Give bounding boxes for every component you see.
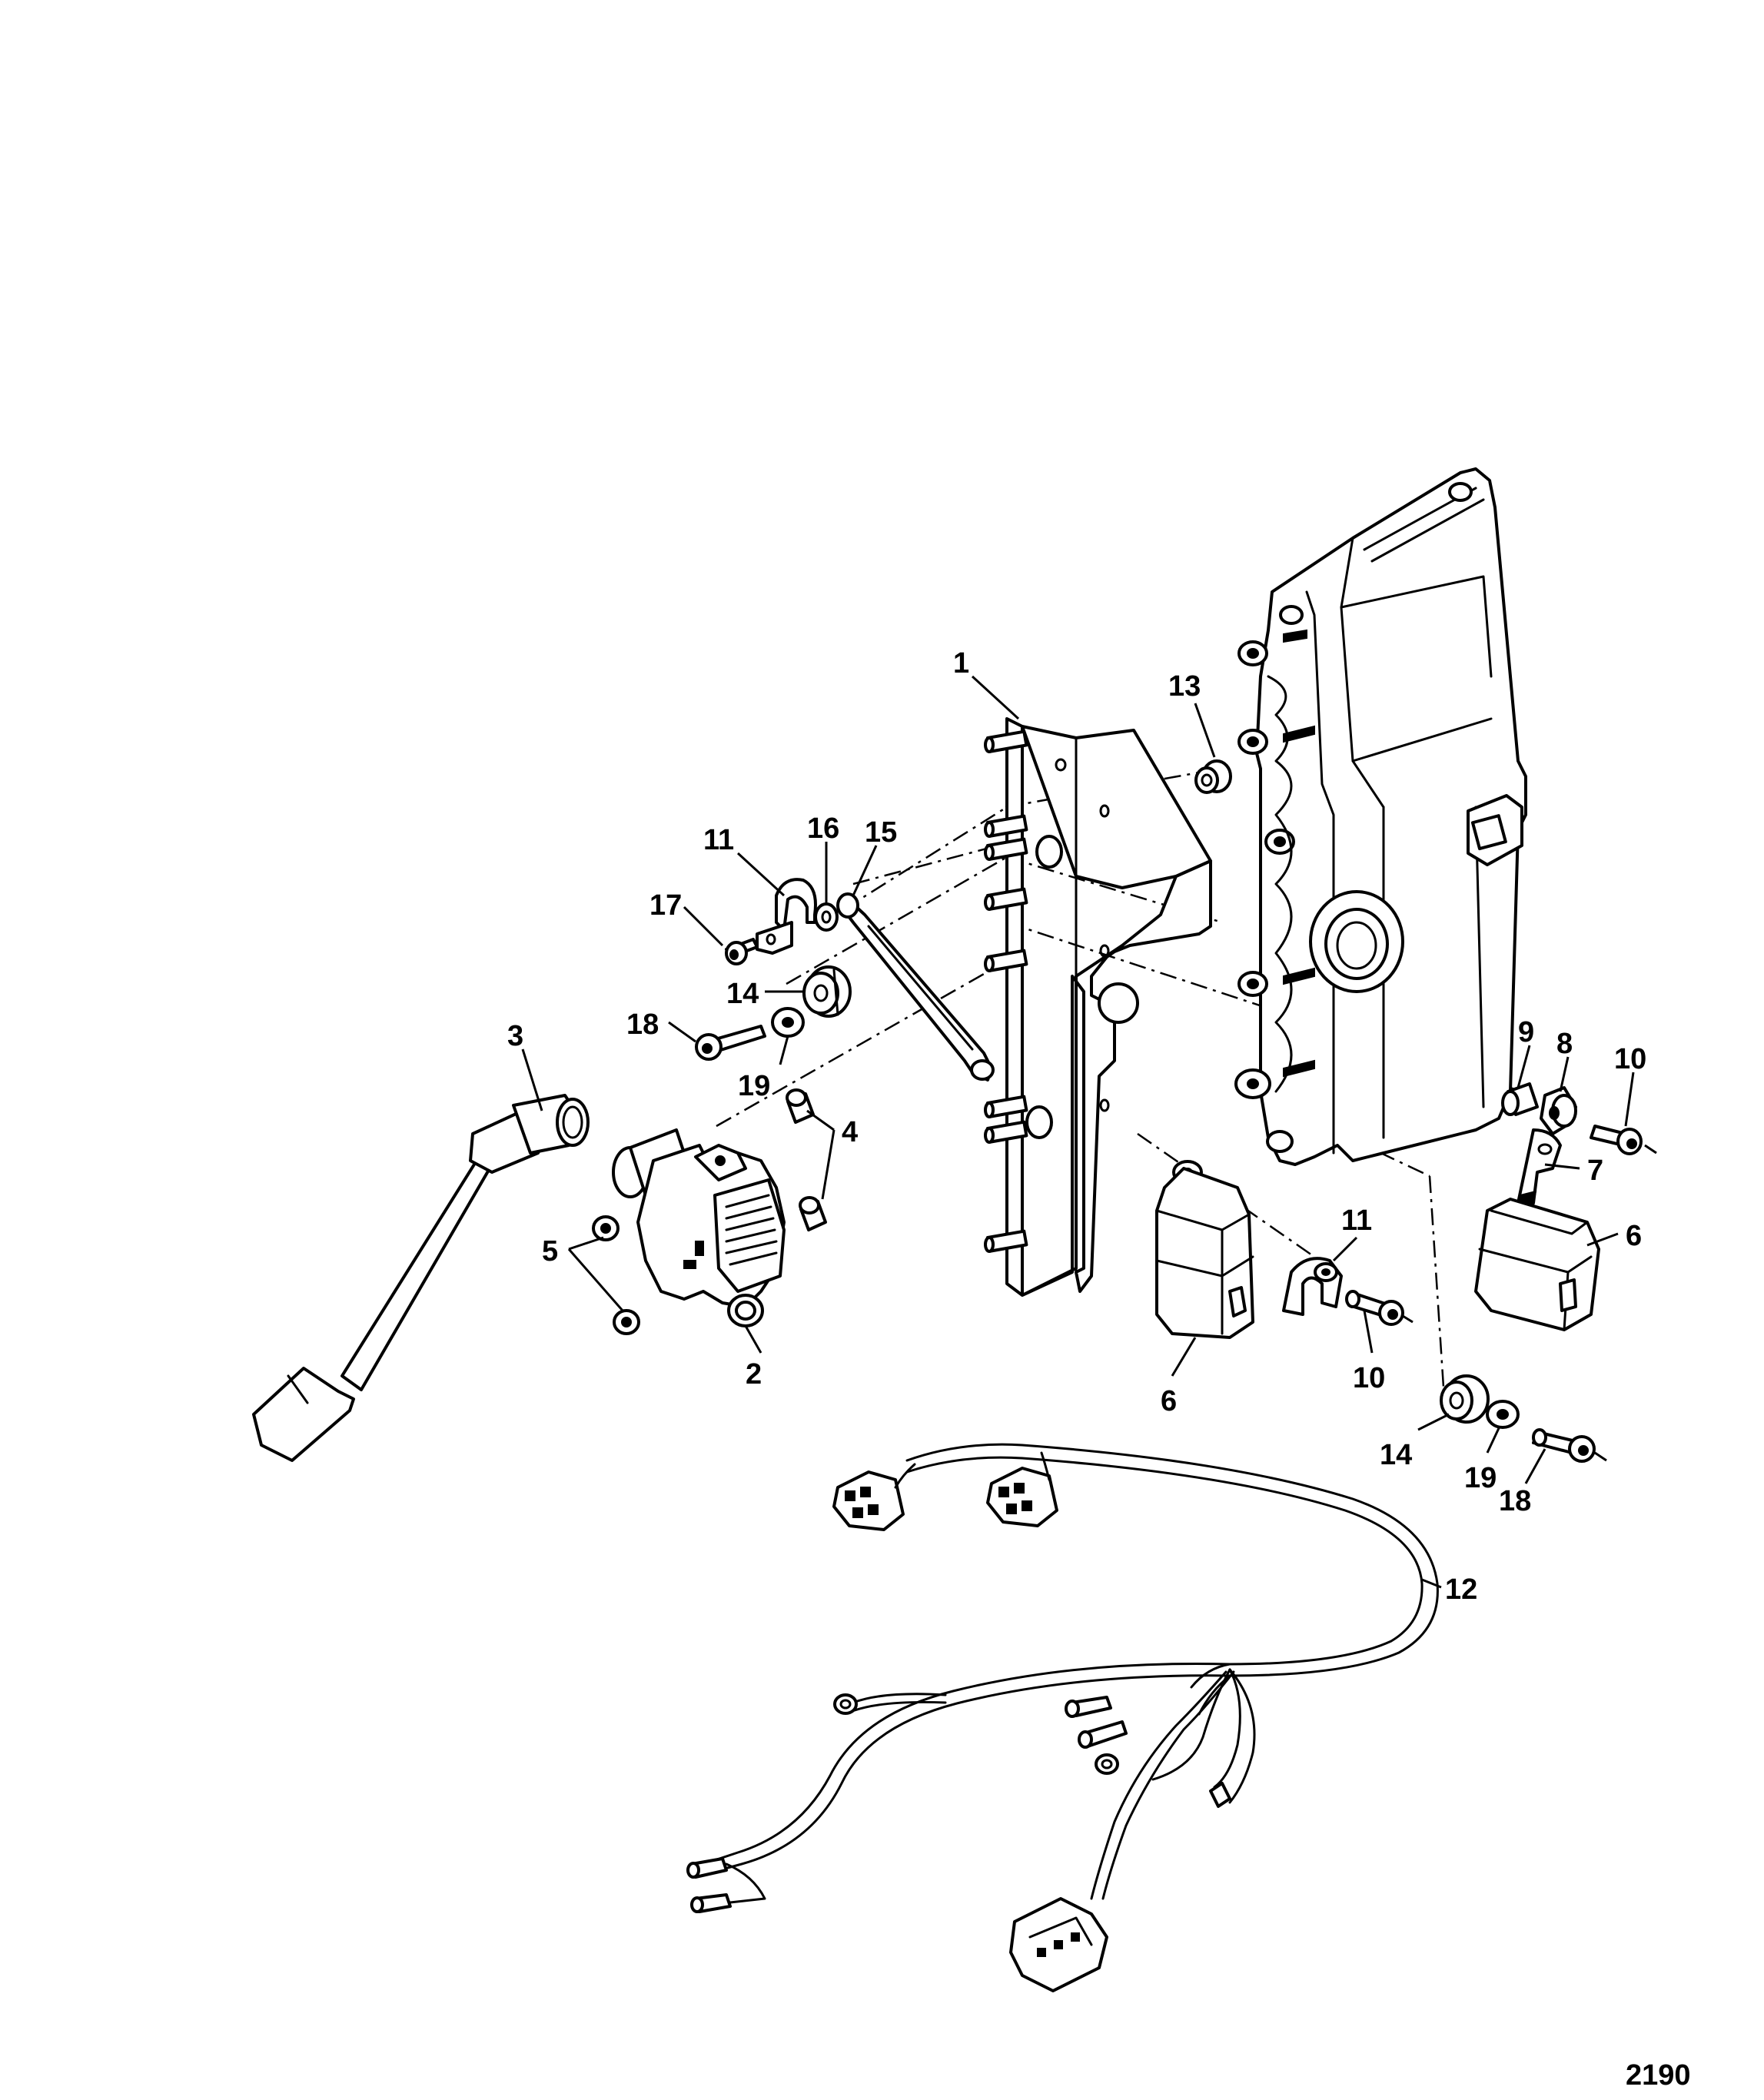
bracket-studs [984,729,1028,1253]
mounting-bracket [984,717,1212,1297]
part-12-wiring-harness [686,1443,1439,1992]
part-16-washer [814,902,839,932]
callout-2: 2 [746,1358,762,1391]
part-11-clamp-upper [756,878,817,955]
callout-3: 3 [507,1020,523,1052]
ecm-module [1234,467,1527,1166]
part-19-washer-upper [771,1007,805,1038]
part-8-grommet [1540,1086,1577,1135]
part-14-grommet-lower [1440,1374,1490,1424]
part-14-grommet-upper [802,965,852,1018]
callout-8: 8 [1556,1028,1573,1060]
callout-10-lower: 10 [1353,1362,1385,1394]
callout-7: 7 [1587,1155,1603,1187]
callout-4: 4 [842,1116,858,1148]
callout-13: 13 [1168,670,1201,703]
part-3-spark-plug-lead [252,1094,590,1462]
part-18-bolt-lower [1532,1428,1607,1463]
callout-6-center: 6 [1161,1385,1177,1417]
callout-1: 1 [953,647,969,680]
part-4-spacers [786,1088,827,1231]
part-7-clip [1517,1128,1562,1214]
callout-18-upper: 18 [626,1008,659,1041]
part-11-clamp-lower [1282,1257,1343,1316]
callout-11-upper: 11 [703,824,734,856]
part-9-sleeve [1501,1082,1539,1116]
callout-16: 16 [807,812,839,845]
part-15-ground-strap [836,892,995,1082]
callout-14-upper: 14 [726,978,759,1010]
part-2-ignition-coil [612,1128,786,1327]
callout-11-lower: 11 [1341,1205,1372,1237]
part-13-grommet [1194,759,1232,794]
callout-19-lower: 19 [1464,1462,1497,1494]
part-19-washer-lower [1486,1400,1520,1429]
callout-6-right: 6 [1626,1220,1642,1252]
part-18-bolt-upper [695,1025,766,1061]
callout-labels: 1 2 3 4 5 6 6 7 8 9 10 10 11 11 12 13 14… [507,647,1646,1606]
callout-9: 9 [1518,1016,1534,1048]
part-6-relay-right [1474,1198,1600,1331]
part-17-bolt [725,938,759,965]
part-6-relay-center [1155,1160,1254,1339]
callout-14-lower: 14 [1380,1439,1412,1471]
part-5-nuts [592,1215,640,1335]
leader-lines [521,675,1635,1589]
part-10-bolt-upper [1590,1125,1657,1155]
callout-10-upper: 10 [1614,1043,1646,1075]
callout-19-upper: 19 [738,1070,770,1102]
callout-12: 12 [1445,1573,1477,1606]
part-10-bolt-lower [1345,1290,1414,1326]
figure-number: 2190 [1626,2059,1691,2092]
callout-18-lower: 18 [1499,1485,1531,1517]
callout-17: 17 [649,889,682,922]
callout-15: 15 [865,816,897,849]
callout-5: 5 [542,1235,558,1268]
